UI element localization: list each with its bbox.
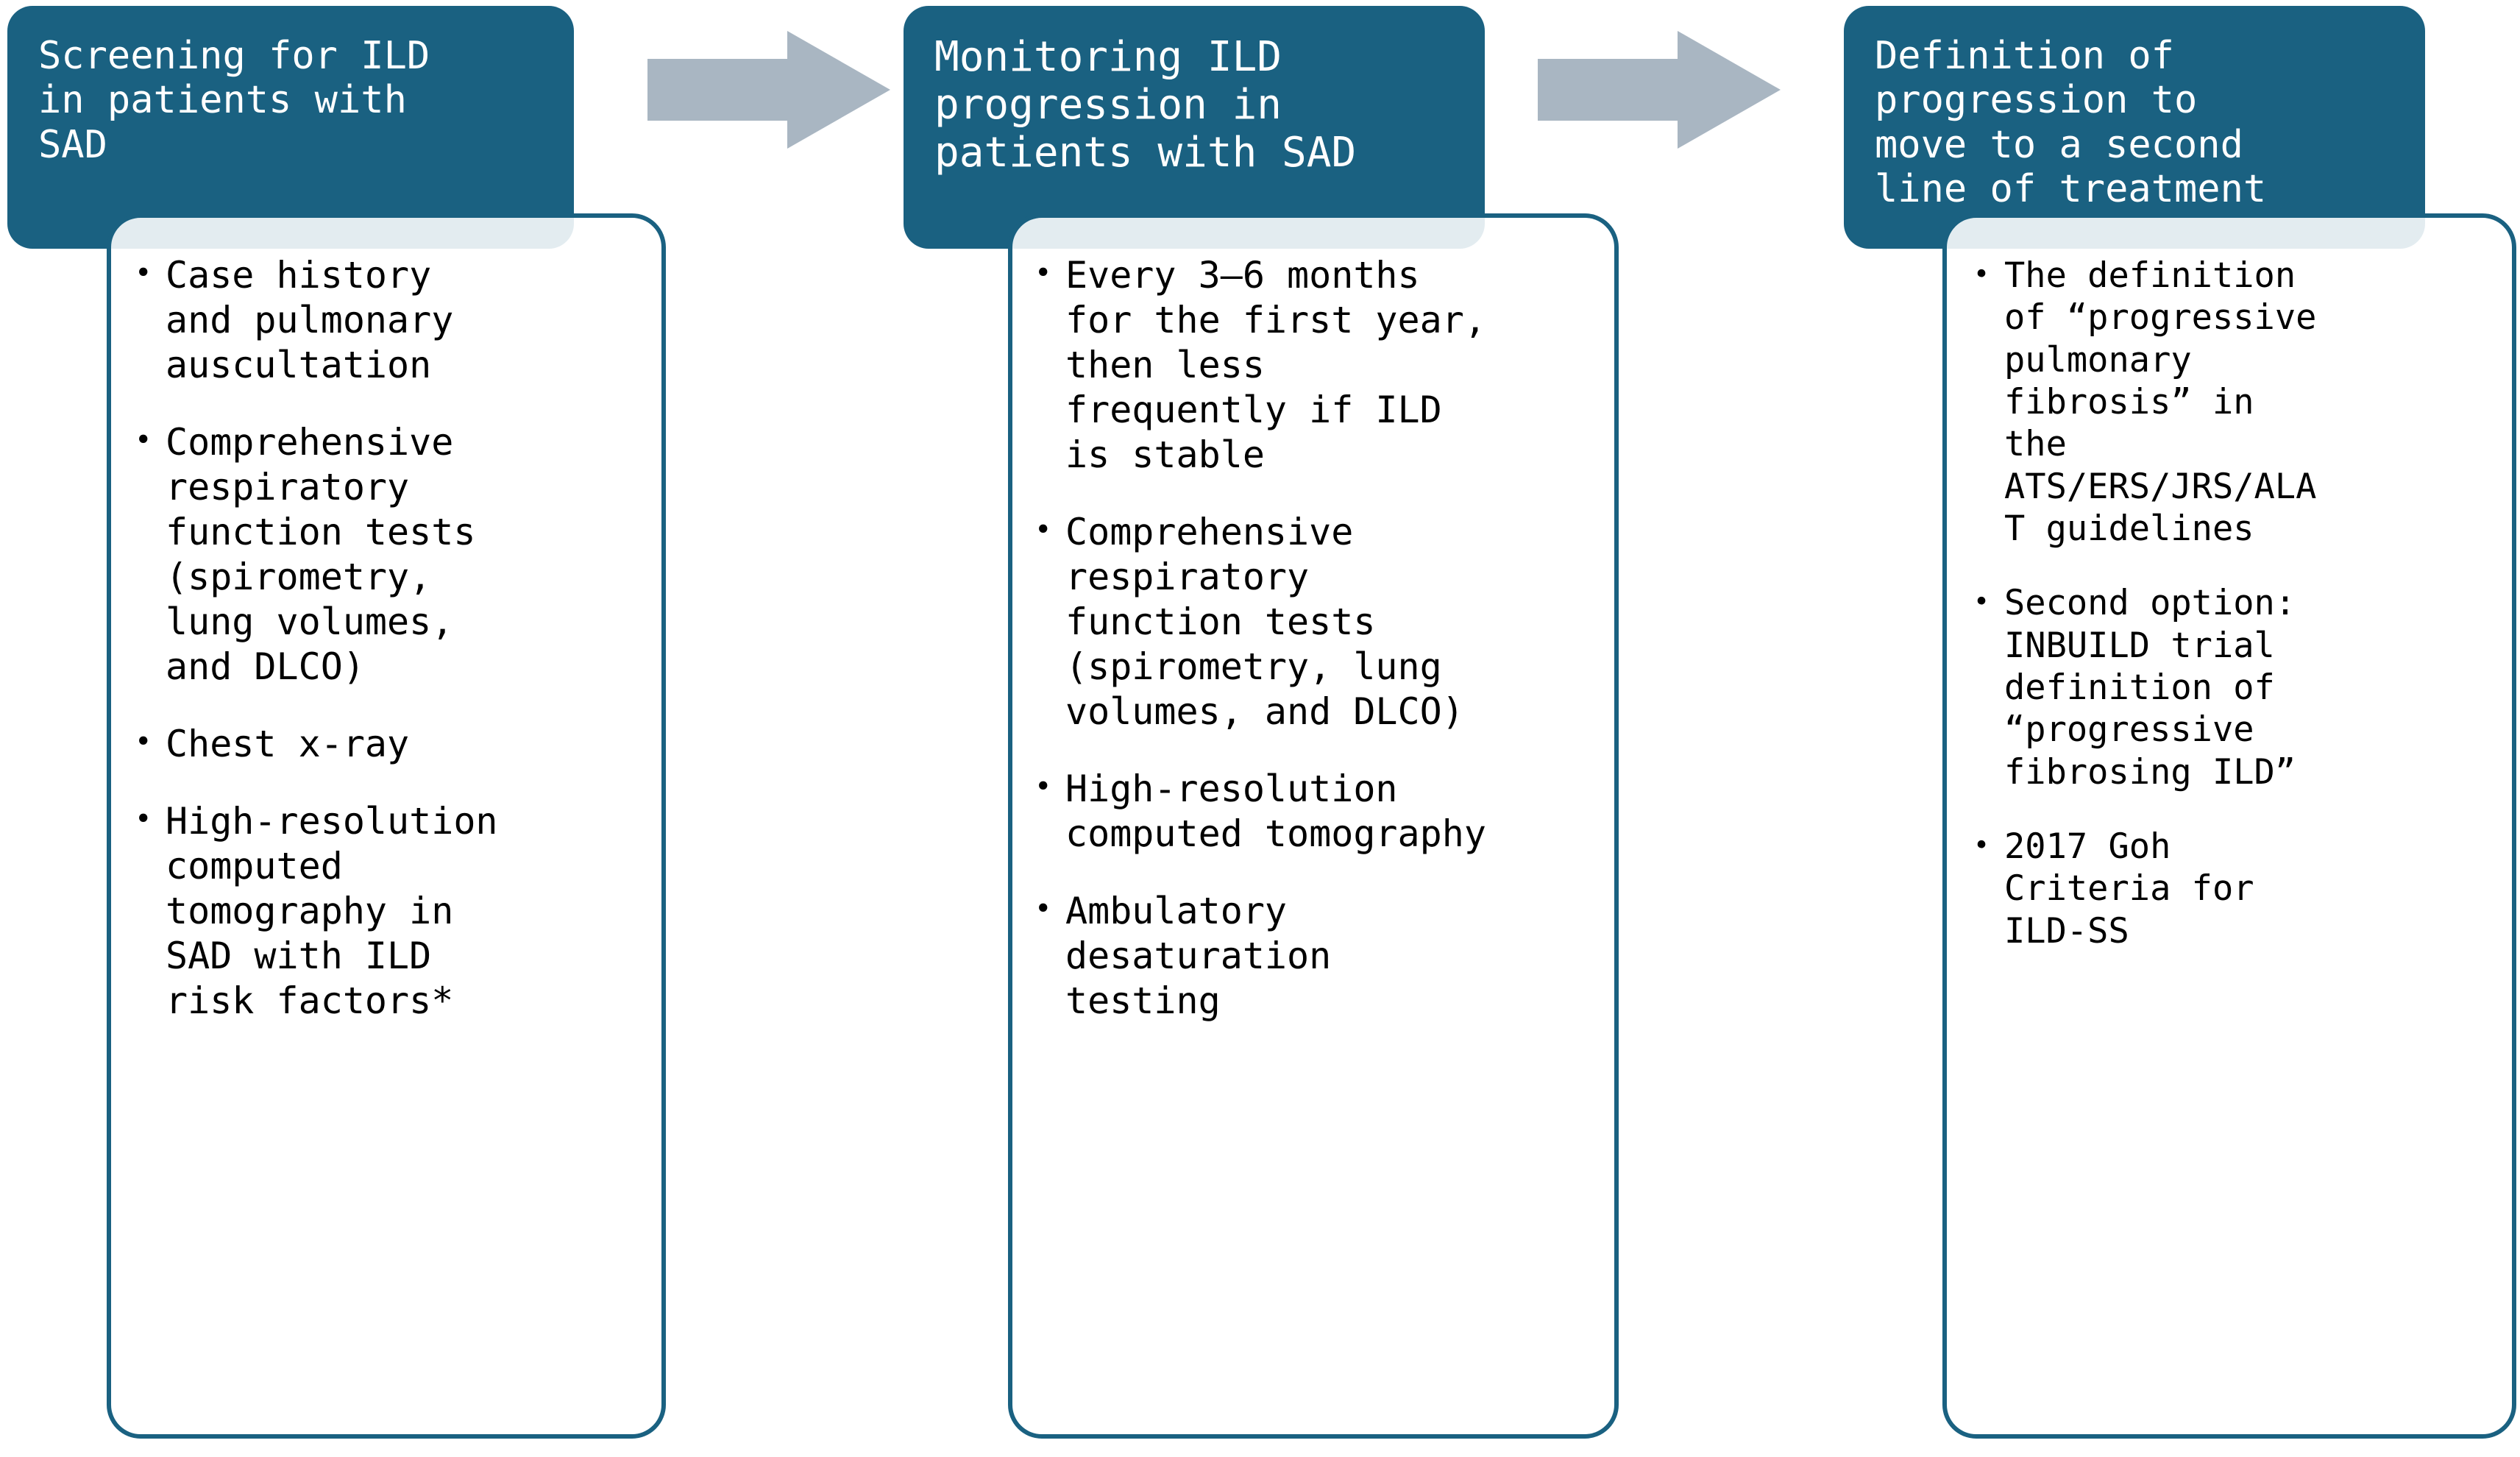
stage-header-progression-definition-title: Definition of progression to move to a s… bbox=[1875, 34, 2267, 211]
list-item: High-resolution computed tomography bbox=[1034, 767, 1598, 857]
list-item: The definition of “progressive pulmonary… bbox=[1973, 255, 2497, 550]
stage-body-progression-definition: The definition of “progressive pulmonary… bbox=[1942, 213, 2516, 1439]
stage-header-screening-title: Screening for ILD in patients with SAD bbox=[38, 34, 430, 167]
screening-bullet-list: Case history and pulmonary auscultation … bbox=[111, 218, 661, 1024]
list-item: Ambulatory desaturation testing bbox=[1034, 889, 1598, 1024]
progression-definition-bullet-list: The definition of “progressive pulmonary… bbox=[1947, 218, 2512, 952]
list-item: Chest x-ray bbox=[135, 722, 645, 767]
list-item: Every 3–6 months for the first year, the… bbox=[1034, 253, 1598, 478]
stage-body-screening: Case history and pulmonary auscultation … bbox=[107, 213, 666, 1439]
list-item: Comprehensive respiratory function tests… bbox=[135, 420, 645, 689]
monitoring-bullet-list: Every 3–6 months for the first year, the… bbox=[1012, 218, 1614, 1024]
list-item: 2017 Goh Criteria for ILD-SS bbox=[1973, 826, 2497, 952]
stage-header-monitoring-title: Monitoring ILD progression in patients w… bbox=[934, 33, 1357, 177]
list-item: Case history and pulmonary auscultation bbox=[135, 253, 645, 388]
stage-header-screening: Screening for ILD in patients with SAD bbox=[7, 6, 574, 249]
list-item: High-resolution computed tomography in S… bbox=[135, 799, 645, 1024]
stage-body-monitoring: Every 3–6 months for the first year, the… bbox=[1008, 213, 1619, 1439]
stage-header-progression-definition: Definition of progression to move to a s… bbox=[1844, 6, 2425, 249]
stage-header-monitoring: Monitoring ILD progression in patients w… bbox=[904, 6, 1485, 249]
arrow-screening-to-monitoring-icon bbox=[647, 31, 890, 149]
list-item: Second option: INBUILD trial definition … bbox=[1973, 582, 2497, 793]
arrow-monitoring-to-definition-icon bbox=[1538, 31, 1781, 149]
list-item: Comprehensive respiratory function tests… bbox=[1034, 510, 1598, 734]
